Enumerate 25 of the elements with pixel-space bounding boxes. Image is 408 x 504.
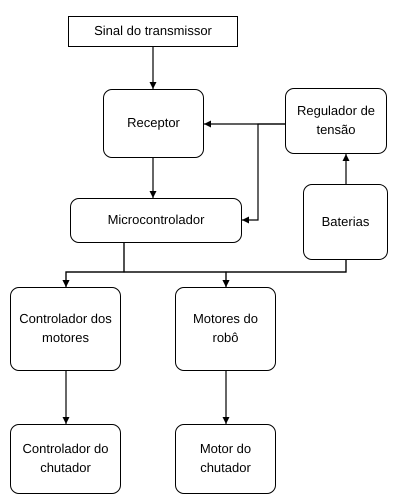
process-box (10, 424, 121, 494)
process-box (285, 88, 387, 154)
node-label: Motor do chutador (198, 440, 252, 477)
process-box (175, 424, 276, 494)
arrow (242, 123, 285, 224)
arrow (342, 154, 350, 184)
node-label: Microcontrolador (108, 211, 204, 230)
arrow (222, 260, 347, 287)
process-box (103, 89, 204, 158)
process-box (175, 287, 276, 371)
node-label: Sinal do transmissor (94, 22, 212, 40)
arrow (62, 371, 70, 424)
node-label: Controlador dos motores (18, 310, 113, 347)
process-box (303, 184, 388, 260)
process-box (68, 16, 238, 47)
process-box (70, 198, 242, 243)
node-label: Receptor (127, 114, 180, 132)
node-label: Motores do robô (192, 310, 260, 347)
arrow (150, 47, 156, 89)
arrow (150, 158, 156, 198)
arrow (222, 371, 230, 424)
process-box (10, 287, 121, 371)
node-label: Regulador de tensão (296, 102, 376, 139)
node-label: Controlador do chutador (22, 440, 110, 477)
node-label: Baterias (322, 212, 370, 231)
